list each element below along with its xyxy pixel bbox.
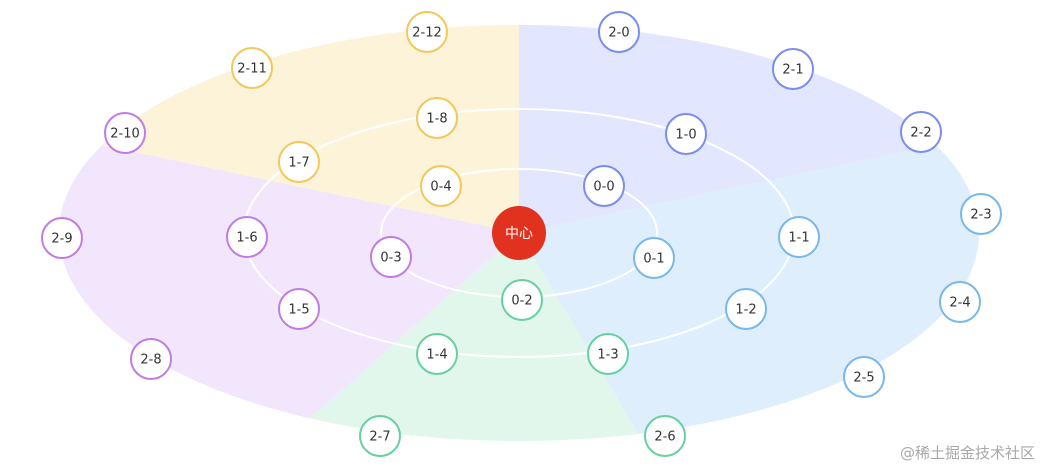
node-circle[interactable] xyxy=(843,356,885,398)
node-circle[interactable] xyxy=(359,415,401,457)
node-label: 2-12 xyxy=(412,26,442,41)
node-1-0[interactable]: 1-0 xyxy=(665,113,707,155)
node-circle[interactable] xyxy=(939,281,981,323)
watermark: @稀土掘金技术社区 xyxy=(899,444,1035,462)
node-circle[interactable] xyxy=(420,165,462,207)
node-circle[interactable] xyxy=(416,97,458,139)
node-circle[interactable] xyxy=(598,11,640,53)
node-label: 2-10 xyxy=(110,127,140,142)
node-label: 1-5 xyxy=(288,303,309,318)
node-label: 0-2 xyxy=(511,294,532,309)
node-circle[interactable] xyxy=(960,193,1002,235)
node-0-0[interactable]: 0-0 xyxy=(583,165,625,207)
node-label: 2-7 xyxy=(369,430,390,445)
node-label: 0-0 xyxy=(593,180,614,195)
node-label: 2-5 xyxy=(853,371,874,386)
node-1-6[interactable]: 1-6 xyxy=(226,216,268,258)
node-circle[interactable] xyxy=(104,112,146,154)
node-label: 2-4 xyxy=(949,296,970,311)
sector-yellow xyxy=(102,25,519,233)
node-label: 1-0 xyxy=(675,128,696,143)
node-1-8[interactable]: 1-8 xyxy=(416,97,458,139)
center-node-label: 中心 xyxy=(505,226,533,242)
node-label: 1-7 xyxy=(288,156,309,171)
node-label: 0-1 xyxy=(643,252,664,267)
node-circle[interactable] xyxy=(772,48,814,90)
node-label: 1-4 xyxy=(426,348,447,363)
node-2-2[interactable]: 2-2 xyxy=(900,111,942,153)
node-circle[interactable] xyxy=(226,216,268,258)
node-0-1[interactable]: 0-1 xyxy=(633,237,675,279)
node-2-7[interactable]: 2-7 xyxy=(359,415,401,457)
node-label: 1-6 xyxy=(236,231,257,246)
node-circle[interactable] xyxy=(278,141,320,183)
node-1-1[interactable]: 1-1 xyxy=(778,216,820,258)
center-node-circle[interactable] xyxy=(492,206,546,260)
node-circle[interactable] xyxy=(778,216,820,258)
node-1-4[interactable]: 1-4 xyxy=(416,333,458,375)
node-label: 2-9 xyxy=(51,232,72,247)
node-label: 2-3 xyxy=(970,208,991,223)
node-2-1[interactable]: 2-1 xyxy=(772,48,814,90)
node-circle[interactable] xyxy=(583,165,625,207)
node-layer: 0-0 0-1 0-2 0-3 0-4 1-0 1-1 1-2 1-3 1-4 1-5 1-6 1-7 1… xyxy=(41,11,1002,457)
node-1-2[interactable]: 1-2 xyxy=(725,288,767,330)
sector-green xyxy=(310,233,639,441)
node-2-6[interactable]: 2-6 xyxy=(644,415,686,457)
node-circle[interactable] xyxy=(725,288,767,330)
node-label: 2-11 xyxy=(237,62,267,77)
node-1-5[interactable]: 1-5 xyxy=(278,288,320,330)
node-circle[interactable] xyxy=(501,279,543,321)
node-label: 2-1 xyxy=(782,63,803,78)
center-node[interactable]: 中心 xyxy=(492,206,546,260)
node-circle[interactable] xyxy=(278,288,320,330)
node-0-2[interactable]: 0-2 xyxy=(501,279,543,321)
node-circle[interactable] xyxy=(231,47,273,89)
node-label: 0-3 xyxy=(380,251,401,266)
node-circle[interactable] xyxy=(587,333,629,375)
node-label: 2-2 xyxy=(910,126,931,141)
node-2-5[interactable]: 2-5 xyxy=(843,356,885,398)
node-label: 1-2 xyxy=(735,303,756,318)
node-circle[interactable] xyxy=(416,333,458,375)
node-label: 2-0 xyxy=(608,26,629,41)
node-circle[interactable] xyxy=(665,113,707,155)
node-circle[interactable] xyxy=(900,111,942,153)
node-label: 2-6 xyxy=(654,430,675,445)
node-2-12[interactable]: 2-12 xyxy=(406,11,448,53)
node-label: 0-4 xyxy=(430,180,451,195)
node-circle[interactable] xyxy=(406,11,448,53)
node-2-3[interactable]: 2-3 xyxy=(960,193,1002,235)
node-label: 2-8 xyxy=(140,353,161,368)
node-circle[interactable] xyxy=(633,237,675,279)
node-2-4[interactable]: 2-4 xyxy=(939,281,981,323)
node-1-7[interactable]: 1-7 xyxy=(278,141,320,183)
node-label: 1-3 xyxy=(597,348,618,363)
node-label: 1-8 xyxy=(426,112,447,127)
node-circle[interactable] xyxy=(644,415,686,457)
node-1-3[interactable]: 1-3 xyxy=(587,333,629,375)
node-label: 1-1 xyxy=(788,231,809,246)
node-2-8[interactable]: 2-8 xyxy=(130,338,172,380)
node-2-10[interactable]: 2-10 xyxy=(104,112,146,154)
node-0-4[interactable]: 0-4 xyxy=(420,165,462,207)
node-2-11[interactable]: 2-11 xyxy=(231,47,273,89)
node-0-3[interactable]: 0-3 xyxy=(370,236,412,278)
sector-purple xyxy=(59,145,519,419)
node-circle[interactable] xyxy=(41,217,83,259)
node-circle[interactable] xyxy=(370,236,412,278)
node-circle[interactable] xyxy=(130,338,172,380)
node-2-0[interactable]: 2-0 xyxy=(598,11,640,53)
node-2-9[interactable]: 2-9 xyxy=(41,217,83,259)
